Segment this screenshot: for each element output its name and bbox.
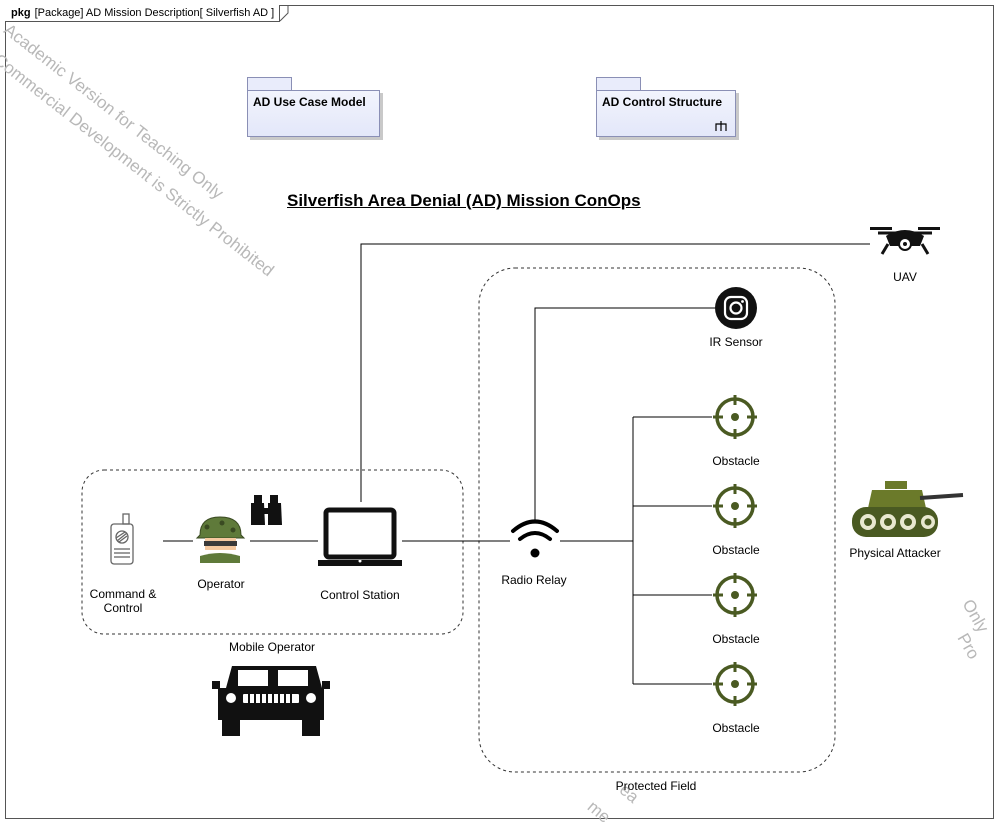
obstacle-label-1: Obstacle	[712, 454, 760, 468]
diagram-title: Silverfish Area Denial (AD) Mission ConO…	[287, 191, 641, 210]
obstacle-label-2: Obstacle	[712, 543, 760, 557]
crosshair-icon	[713, 662, 757, 706]
diagram-frame	[5, 5, 994, 819]
humvee-icon	[212, 666, 330, 736]
connector-station-uav	[360, 243, 870, 502]
mobile-operator-label: Mobile Operator	[228, 640, 316, 654]
connector-relay-ir-sensor	[534, 307, 715, 521]
package-ad-use-case-model[interactable]: AD Use Case Model	[247, 77, 380, 137]
trident-icon	[715, 121, 727, 131]
physical-attacker-label: Physical Attacker	[849, 546, 941, 560]
control-station-label: Control Station	[320, 588, 400, 602]
mobile-operator-region	[81, 469, 464, 635]
command-control-label-line1: Command &	[89, 587, 157, 601]
crosshair-icon	[713, 484, 757, 528]
uav-label: UAV	[893, 270, 917, 284]
binoculars-icon	[251, 495, 282, 525]
tank-icon	[852, 481, 964, 537]
obstacle-label-4: Obstacle	[712, 721, 760, 735]
operator-label: Operator	[197, 577, 245, 591]
crosshair-icon	[713, 395, 757, 439]
laptop-icon	[318, 507, 402, 566]
package-title: AD Control Structure	[602, 95, 722, 109]
connectors	[163, 243, 870, 685]
header-corner	[280, 5, 289, 22]
diagram-header: pkg[Package] AD Mission Description[ Sil…	[5, 5, 280, 22]
radio-relay-label: Radio Relay	[501, 573, 567, 587]
package-body: AD Control Structure	[596, 90, 736, 137]
radio-icon	[110, 513, 134, 565]
package-ad-control-structure[interactable]: AD Control Structure	[596, 77, 736, 137]
diagram-kind: pkg	[11, 7, 31, 19]
camera-icon	[715, 287, 757, 329]
command-control-label-line2: Control	[103, 601, 143, 615]
drone-icon	[870, 227, 940, 255]
ir-sensor-label: IR Sensor	[709, 335, 763, 349]
diagram-header-text: [Package] AD Mission Description[ Silver…	[34, 7, 275, 19]
crosshair-icon	[713, 573, 757, 617]
protected-field-label: Protected Field	[615, 779, 697, 793]
package-tab	[247, 77, 292, 91]
package-title: AD Use Case Model	[253, 95, 366, 109]
soldier-icon	[195, 516, 246, 563]
package-tab	[596, 77, 641, 91]
command-control-label: Command & Control	[90, 587, 157, 615]
obstacle-label-3: Obstacle	[712, 632, 760, 646]
package-body: AD Use Case Model	[247, 90, 380, 137]
wifi-icon	[511, 519, 559, 558]
